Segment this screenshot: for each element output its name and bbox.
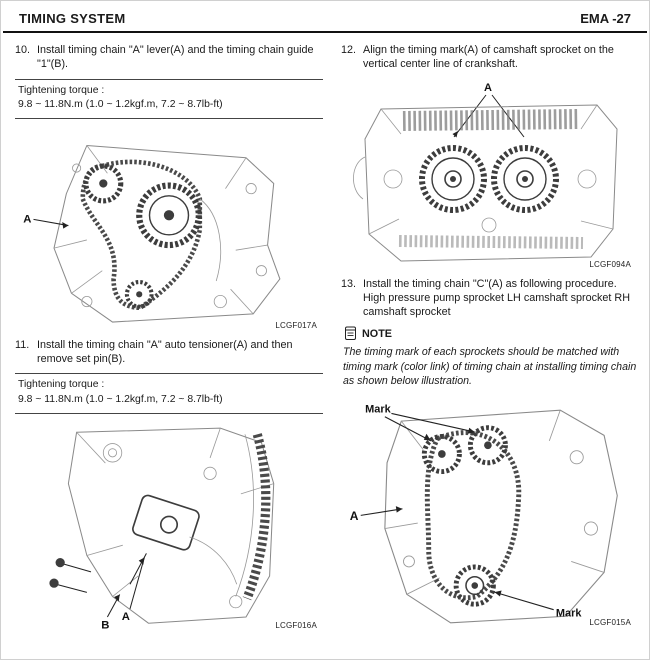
torque-box-1-value: 9.8 ~ 11.8N.m (1.0 ~ 1.2kgf.m, 7.2 ~ 8.7… <box>18 99 223 111</box>
page-title: TIMING SYSTEM <box>19 11 126 26</box>
figure-4-caption: LCGF015A <box>589 618 631 628</box>
note-header: NOTE <box>343 326 637 341</box>
torque-box-2-value: 9.8 ~ 11.8N.m (1.0 ~ 1.2kgf.m, 7.2 ~ 8.7… <box>18 394 223 406</box>
right-column: 12. Align the timing mark(A) of camshaft… <box>341 43 637 638</box>
figure-auto-tensioner: B A LCGF016A <box>15 422 323 632</box>
step-13: 13. Install the timing chain "C"(A) as f… <box>341 277 637 320</box>
tensioner-diagram: B A <box>49 427 275 631</box>
torque-box-1: Tightening torque : 9.8 ~ 11.8N.m (1.0 ~… <box>15 78 323 119</box>
step-10-text: Install timing chain "A" lever(A) and th… <box>37 44 314 71</box>
figure-timing-chain-lever: A LCGF017A <box>15 127 323 332</box>
figure-2-caption: LCGF016A <box>275 621 317 631</box>
page-columns: 10. Install timing chain "A" lever(A) an… <box>1 33 649 638</box>
figure-1-caption: LCGF017A <box>275 320 317 330</box>
torque-box-1-label: Tightening torque : <box>18 84 105 96</box>
camshaft-top-diagram: A <box>353 82 618 262</box>
page-header: TIMING SYSTEM EMA -27 <box>3 1 647 33</box>
figure-4-label-mark-top: Mark <box>365 403 391 415</box>
figure-3-label-a: A <box>484 82 492 94</box>
timing-chain-marks-diagram: Mark A Mark <box>350 403 618 624</box>
step-13-text: Install the timing chain "C"(A) as follo… <box>363 277 631 319</box>
figure-camshaft-sprockets: A <box>341 79 637 271</box>
figure-timing-chain-c: Mark A Mark LCGF015A <box>341 397 637 629</box>
page-number: EMA -27 <box>580 11 631 26</box>
figure-4-label-a: A <box>350 509 359 523</box>
step-11-number: 11. <box>15 338 30 351</box>
note-title: NOTE <box>362 327 392 340</box>
step-12-text: Align the timing mark(A) of camshaft spr… <box>363 44 614 71</box>
torque-box-2-label: Tightening torque : <box>18 379 105 391</box>
step-11: 11. Install the timing chain "A" auto te… <box>15 338 323 367</box>
step-11-text: Install the timing chain "A" auto tensio… <box>37 338 293 366</box>
figure-2-label-a: A <box>122 611 130 623</box>
step-10-number: 10. <box>15 44 31 56</box>
figure-2-label-b: B <box>101 619 109 631</box>
engine-front-diagram: A <box>23 144 281 323</box>
figure-1-label-a: A <box>23 213 31 225</box>
torque-box-2: Tightening torque : 9.8 ~ 11.8N.m (1.0 ~… <box>15 373 323 414</box>
figure-3-caption: LCGF094A <box>589 259 631 269</box>
step-12: 12. Align the timing mark(A) of camshaft… <box>341 43 637 72</box>
step-13-number: 13. <box>341 277 357 290</box>
left-column: 10. Install timing chain "A" lever(A) an… <box>15 43 323 638</box>
step-10: 10. Install timing chain "A" lever(A) an… <box>15 43 323 72</box>
note-text: The timing mark of each sprockets should… <box>343 346 637 388</box>
step-12-number: 12. <box>341 44 357 56</box>
figure-4-label-mark-bottom: Mark <box>556 607 582 619</box>
note-icon <box>345 326 356 341</box>
